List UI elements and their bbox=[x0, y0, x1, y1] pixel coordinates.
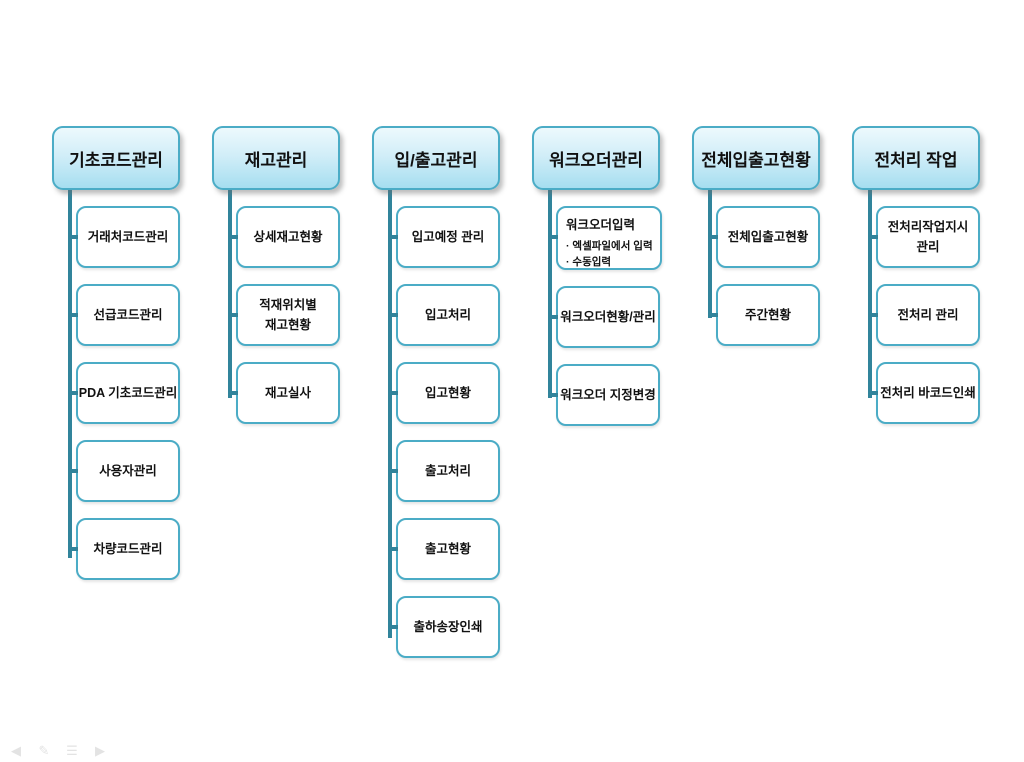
connector-stub-line bbox=[548, 393, 558, 397]
menu-node-label: 출고현황 bbox=[424, 542, 471, 556]
connector-stub-line bbox=[868, 391, 878, 395]
category-header-box[interactable]: 재고관리 bbox=[212, 126, 340, 190]
menu-node[interactable]: 전처리작업지시 관리 bbox=[868, 206, 980, 268]
menu-node-label: 워크오더현황/관리 bbox=[560, 310, 656, 324]
menu-node[interactable]: 전처리 관리 bbox=[868, 284, 980, 346]
connector-vertical-line bbox=[868, 186, 872, 398]
category-header-box[interactable]: 전체입출고현황 bbox=[692, 126, 820, 190]
connector-stub-line bbox=[68, 391, 78, 395]
connector-vertical-line bbox=[548, 186, 552, 398]
connector-stub-line bbox=[388, 625, 398, 629]
connector-stub-line bbox=[388, 313, 398, 317]
menu-node[interactable]: 출고처리 bbox=[388, 440, 500, 502]
menu-node-label: 전처리 관리 bbox=[897, 308, 959, 322]
menu-node-label: 전처리작업지시 관리 bbox=[887, 220, 969, 254]
connector-stub-line bbox=[68, 235, 78, 239]
previous-slide-icon[interactable]: ◀ bbox=[11, 743, 21, 758]
menu-node[interactable]: 입고예정 관리 bbox=[388, 206, 500, 268]
menu-node-bullet: 수동입력 bbox=[566, 254, 653, 270]
menu-node-label: 전처리 바코드인쇄 bbox=[880, 386, 976, 400]
menu-node-title: 워크오더입력 bbox=[566, 218, 636, 232]
pen-tool-icon[interactable]: ✎ bbox=[38, 743, 50, 758]
connector-stub-line bbox=[228, 235, 238, 239]
connector-stub-line bbox=[868, 313, 878, 317]
menu-node[interactable]: 선급코드관리 bbox=[68, 284, 180, 346]
connector-vertical-line bbox=[388, 186, 392, 638]
connector-stub-line bbox=[388, 469, 398, 473]
menu-node[interactable]: 전처리 바코드인쇄 bbox=[868, 362, 980, 424]
menu-node[interactable]: 워크오더 지정변경 bbox=[548, 364, 660, 426]
menu-node-label: 적재위치별 재고현황 bbox=[259, 298, 317, 332]
connector-stub-line bbox=[388, 235, 398, 239]
menu-node-label: 재고실사 bbox=[264, 386, 311, 400]
menu-node-label: 거래처코드관리 bbox=[87, 230, 169, 244]
connector-vertical-line bbox=[708, 186, 712, 318]
category-header-box[interactable]: 입/출고관리 bbox=[372, 126, 500, 190]
slide-menu-icon[interactable]: ☰ bbox=[66, 743, 78, 758]
connector-vertical-line bbox=[228, 186, 232, 398]
connector-stub-line bbox=[228, 391, 238, 395]
connector-stub-line bbox=[68, 547, 78, 551]
menu-node-label: 입고처리 bbox=[424, 308, 471, 322]
connector-stub-line bbox=[388, 391, 398, 395]
menu-node-label: 차량코드관리 bbox=[93, 542, 163, 556]
menu-node[interactable]: 적재위치별 재고현황 bbox=[228, 284, 340, 346]
menu-node[interactable]: 상세재고현황 bbox=[228, 206, 340, 268]
connector-stub-line bbox=[388, 547, 398, 551]
menu-node-label: 선급코드관리 bbox=[93, 308, 163, 322]
menu-node-bullet: 엑셀파일에서 입력 bbox=[566, 238, 652, 254]
menu-node[interactable]: 전체입출고현황 bbox=[708, 206, 820, 268]
menu-node-label: 상세재고현황 bbox=[253, 230, 323, 244]
connector-stub-line bbox=[708, 313, 718, 317]
menu-node[interactable]: 워크오더입력엑셀파일에서 입력수동입력 bbox=[548, 206, 662, 271]
menu-node-label: 입고현황 bbox=[424, 386, 471, 400]
connector-stub-line bbox=[68, 313, 78, 317]
category-header-box[interactable]: 워크오더관리 bbox=[532, 126, 660, 190]
category-header-box[interactable]: 기초코드관리 bbox=[52, 126, 180, 190]
menu-node-bullet-list: 엑셀파일에서 입력수동입력 bbox=[566, 238, 653, 271]
menu-node-label: PDA 기초코드관리 bbox=[78, 386, 178, 400]
menu-node-label: 전체입출고현황 bbox=[727, 230, 809, 244]
next-slide-icon[interactable]: ▶ bbox=[95, 743, 105, 758]
menu-node-label: 입고예정 관리 bbox=[411, 230, 485, 244]
menu-node[interactable]: 출고현황 bbox=[388, 518, 500, 580]
menu-node[interactable]: 입고현황 bbox=[388, 362, 500, 424]
menu-node[interactable]: 출하송장인쇄 bbox=[388, 596, 500, 658]
connector-stub-line bbox=[68, 469, 78, 473]
menu-node[interactable]: 사용자관리 bbox=[68, 440, 180, 502]
connector-stub-line bbox=[868, 235, 878, 239]
menu-node-label: 출하송장인쇄 bbox=[413, 620, 483, 634]
menu-node-label: 주간현황 bbox=[744, 308, 791, 322]
menu-node-label: 출고처리 bbox=[424, 464, 471, 478]
menu-node-label: 사용자관리 bbox=[99, 464, 157, 478]
connector-stub-line bbox=[228, 313, 238, 317]
menu-node[interactable]: 재고실사 bbox=[228, 362, 340, 424]
connector-stub-line bbox=[548, 315, 558, 319]
connector-stub-line bbox=[548, 235, 558, 239]
menu-node-label: 워크오더 지정변경 bbox=[560, 388, 656, 402]
menu-node[interactable]: 주간현황 bbox=[708, 284, 820, 346]
category-header-box[interactable]: 전처리 작업 bbox=[852, 126, 980, 190]
menu-node[interactable]: PDA 기초코드관리 bbox=[68, 362, 180, 424]
menu-node[interactable]: 차량코드관리 bbox=[68, 518, 180, 580]
slideshow-controls: ◀ ✎ ☰ ▶ bbox=[8, 743, 108, 759]
connector-stub-line bbox=[708, 235, 718, 239]
menu-node[interactable]: 거래처코드관리 bbox=[68, 206, 180, 268]
connector-vertical-line bbox=[68, 186, 72, 558]
menu-node[interactable]: 입고처리 bbox=[388, 284, 500, 346]
menu-node[interactable]: 워크오더현황/관리 bbox=[548, 286, 660, 348]
